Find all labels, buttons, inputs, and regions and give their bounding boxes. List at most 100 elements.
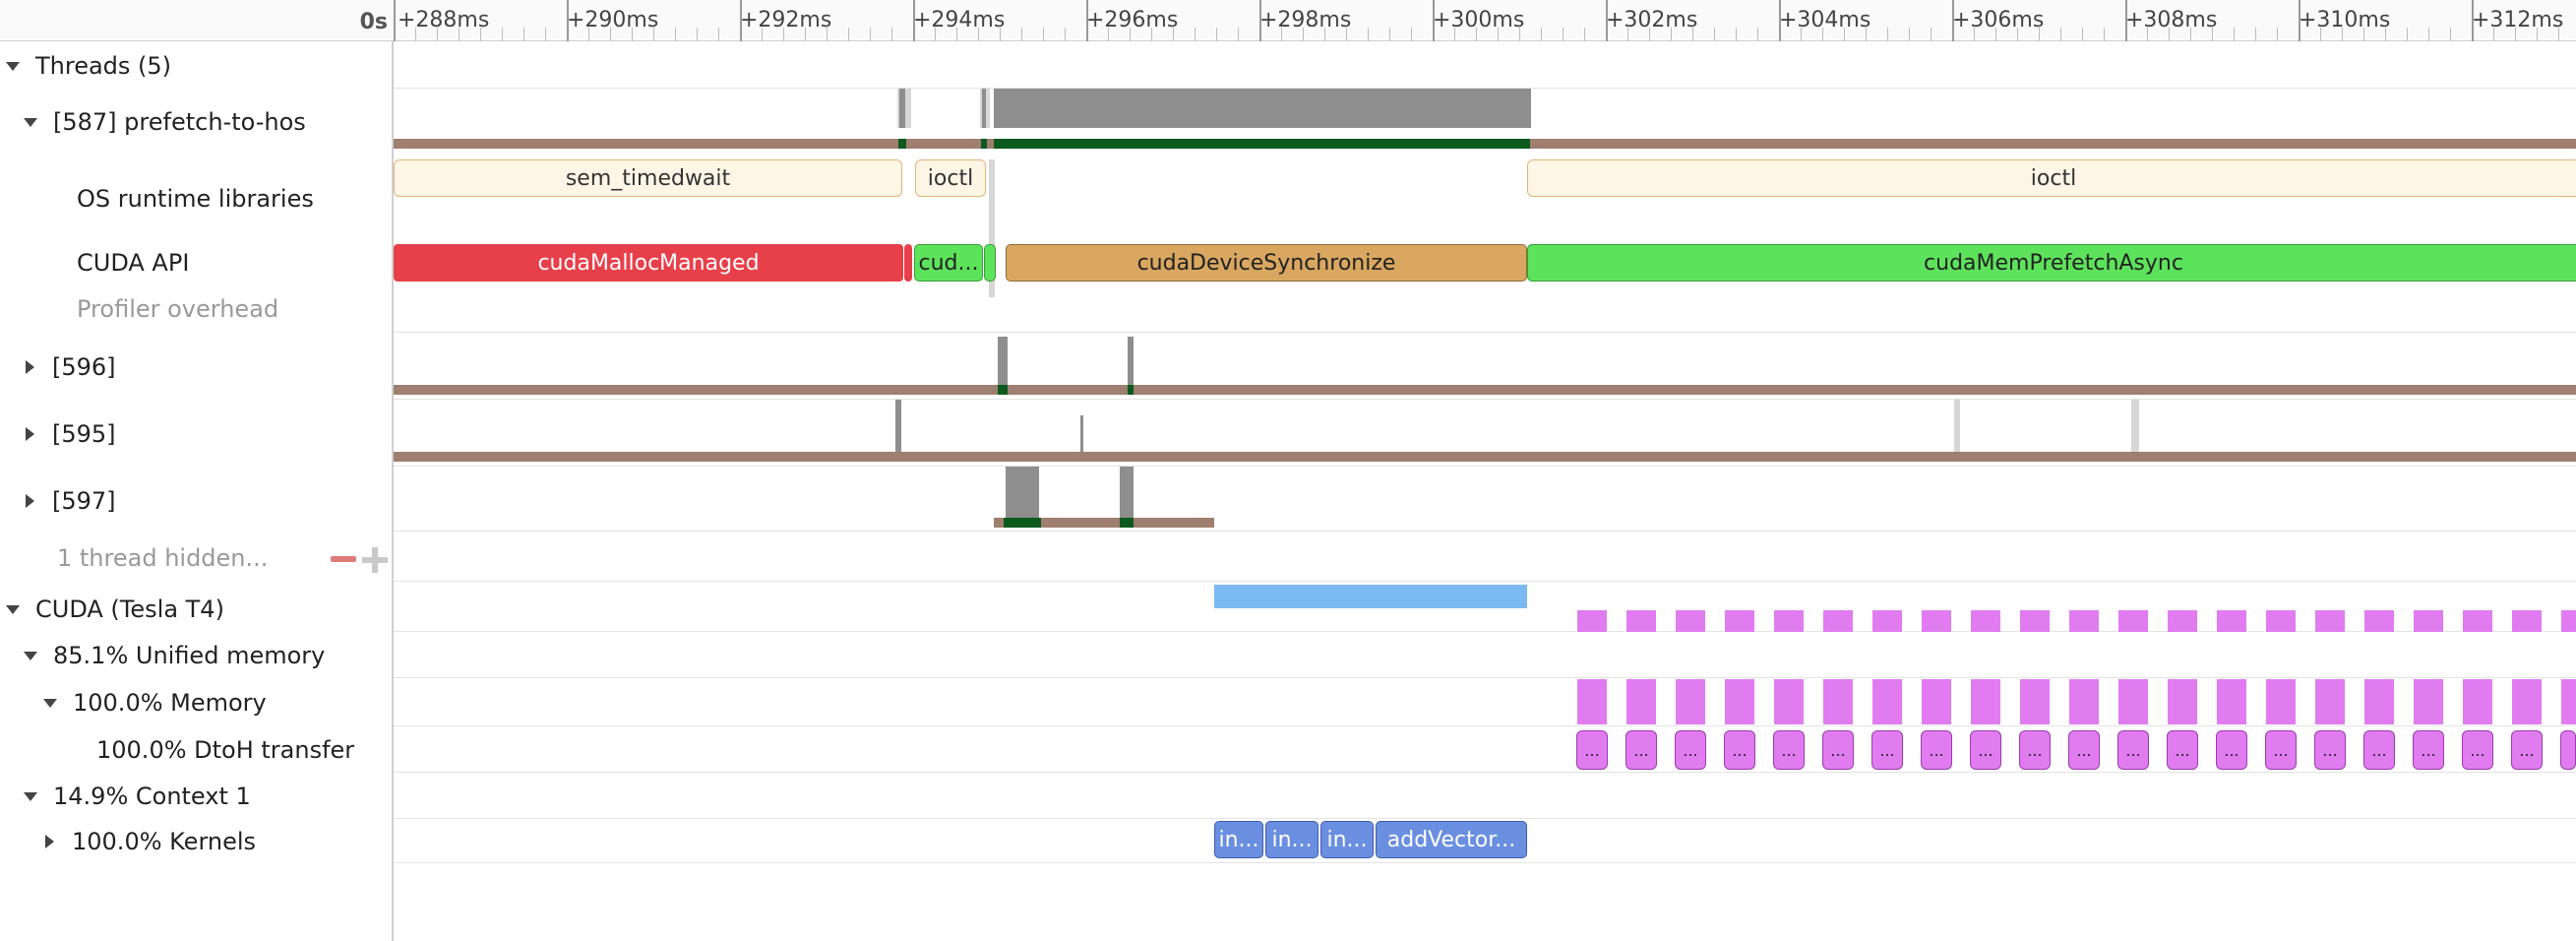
chevron-right-icon[interactable]: [26, 360, 34, 374]
dtoh-transfer[interactable]: ...: [1871, 730, 1903, 770]
dtoh-transfer[interactable]: ...: [1724, 730, 1755, 770]
tree-row-unified-memory[interactable]: 85.1% Unified memory: [0, 641, 415, 670]
dtoh-transfer[interactable]: ...: [2265, 730, 2297, 770]
api-cuda-malloc-managed[interactable]: cudaMallocManaged: [394, 244, 903, 282]
unified-memory-block[interactable]: [1823, 610, 1853, 632]
unified-memory-block[interactable]: [2266, 610, 2296, 632]
unified-memory-block[interactable]: [2118, 610, 2148, 632]
api-small-green[interactable]: [984, 244, 996, 282]
tree-row-os-runtime[interactable]: OS runtime libraries: [0, 184, 468, 214]
os-call-ioctl-long[interactable]: ioctl: [1527, 159, 2576, 197]
unified-memory-block[interactable]: [1577, 610, 1607, 632]
dtoh-transfer[interactable]: ...: [1921, 730, 1952, 770]
memory-block[interactable]: [1971, 679, 2000, 724]
api-cuda-mem-prefetch-async[interactable]: cudaMemPrefetchAsync: [1527, 244, 2576, 282]
memory-block[interactable]: [1676, 679, 1705, 724]
kernel-init-2[interactable]: in...: [1265, 821, 1319, 858]
os-call-ioctl[interactable]: ioctl: [915, 159, 986, 197]
dtoh-transfer[interactable]: ...: [1675, 730, 1706, 770]
chevron-right-icon[interactable]: [26, 427, 34, 441]
tree-row-kernels[interactable]: 100.0% Kernels: [0, 827, 437, 856]
memory-block[interactable]: [2512, 679, 2542, 724]
memory-block[interactable]: [1577, 679, 1607, 724]
unified-memory-block[interactable]: [1774, 610, 1804, 632]
unified-memory-block[interactable]: [2168, 610, 2197, 632]
dtoh-transfer[interactable]: ...: [2363, 730, 2395, 770]
dtoh-transfer[interactable]: ...: [2019, 730, 2051, 770]
kernel-init-3[interactable]: in...: [1320, 821, 1374, 858]
chevron-down-icon[interactable]: [6, 604, 20, 614]
tree-row-threads[interactable]: Threads (5): [0, 51, 398, 81]
plus-icon-bar[interactable]: [362, 557, 388, 563]
tree-row-thread-587[interactable]: [587] prefetch-to-hos: [0, 107, 415, 137]
chevron-down-icon[interactable]: [43, 698, 57, 708]
kernel-add-vectors[interactable]: addVector...: [1376, 821, 1527, 858]
memory-block[interactable]: [1922, 679, 1951, 724]
dtoh-transfer[interactable]: ...: [2167, 730, 2198, 770]
memory-block[interactable]: [2020, 679, 2050, 724]
dtoh-transfer[interactable]: ...: [2117, 730, 2149, 770]
memory-block[interactable]: [2118, 679, 2148, 724]
memory-block[interactable]: [2463, 679, 2492, 724]
tree-row-context[interactable]: 14.9% Context 1: [0, 782, 415, 811]
tree-row-thread-597[interactable]: [597]: [0, 486, 417, 516]
dtoh-transfer[interactable]: ...: [1576, 730, 1608, 770]
tree-row-thread-595[interactable]: [595]: [0, 419, 417, 449]
cuda-device-activity-range[interactable]: [1214, 585, 1527, 608]
minus-icon[interactable]: [331, 556, 356, 562]
unified-memory-block[interactable]: [2364, 610, 2394, 632]
chevron-right-icon[interactable]: [26, 494, 34, 508]
chevron-down-icon[interactable]: [24, 651, 37, 660]
unified-memory-block[interactable]: [1971, 610, 2000, 632]
tree-row-profiler-overhead[interactable]: Profiler overhead: [0, 294, 468, 324]
tree-row-cuda-api[interactable]: CUDA API: [0, 248, 468, 278]
unified-memory-block[interactable]: [2069, 610, 2099, 632]
unified-memory-block[interactable]: [2414, 610, 2443, 632]
unified-memory-block[interactable]: [1676, 610, 1705, 632]
tree-row-hidden-threads[interactable]: 1 thread hidden...: [0, 543, 449, 573]
time-ruler[interactable]: +288ms +290ms +292ms +294ms +296ms +298m…: [394, 0, 2576, 41]
memory-block[interactable]: [1725, 679, 1754, 724]
dtoh-transfer[interactable]: ...: [1822, 730, 1854, 770]
dtoh-transfer[interactable]: ...: [2413, 730, 2444, 770]
tree-row-cuda-device[interactable]: CUDA (Tesla T4): [0, 595, 398, 624]
memory-block[interactable]: [2414, 679, 2443, 724]
unified-memory-block[interactable]: [2561, 610, 2576, 632]
memory-block[interactable]: [1823, 679, 1853, 724]
dtoh-transfer[interactable]: ...: [2216, 730, 2247, 770]
dtoh-transfer[interactable]: ...: [2511, 730, 2543, 770]
unified-memory-block[interactable]: [1725, 610, 1754, 632]
dtoh-transfer[interactable]: ...: [1625, 730, 1657, 770]
dtoh-transfer[interactable]: ...: [1970, 730, 2001, 770]
unified-memory-block[interactable]: [2217, 610, 2246, 632]
memory-block[interactable]: [2266, 679, 2296, 724]
tree-row-memory[interactable]: 100.0% Memory: [0, 688, 435, 718]
unified-memory-block[interactable]: [1922, 610, 1951, 632]
unified-memory-block[interactable]: [2512, 610, 2542, 632]
memory-block[interactable]: [2561, 679, 2576, 724]
api-cud-short[interactable]: cud...: [914, 244, 983, 282]
memory-block[interactable]: [1626, 679, 1656, 724]
api-cuda-device-synchronize[interactable]: cudaDeviceSynchronize: [1006, 244, 1527, 282]
dtoh-transfer[interactable]: [2560, 730, 2576, 770]
memory-block[interactable]: [2315, 679, 2345, 724]
tree-row-thread-596[interactable]: [596]: [0, 352, 417, 382]
memory-block[interactable]: [2217, 679, 2246, 724]
memory-block[interactable]: [1872, 679, 1902, 724]
chevron-down-icon[interactable]: [24, 791, 37, 801]
chevron-down-icon[interactable]: [24, 117, 37, 127]
memory-block[interactable]: [2168, 679, 2197, 724]
dtoh-transfer[interactable]: ...: [2314, 730, 2346, 770]
unified-memory-block[interactable]: [1872, 610, 1902, 632]
unified-memory-block[interactable]: [2315, 610, 2345, 632]
timeline-area[interactable]: sem_timedwait ioctl ioctl cudaMallocMana…: [394, 41, 2576, 941]
unified-memory-block[interactable]: [2020, 610, 2050, 632]
dtoh-transfer[interactable]: ...: [1773, 730, 1805, 770]
chevron-right-icon[interactable]: [45, 835, 54, 848]
api-small-call[interactable]: [904, 244, 912, 282]
dtoh-transfer[interactable]: ...: [2068, 730, 2100, 770]
kernel-init-1[interactable]: in...: [1214, 821, 1263, 858]
memory-block[interactable]: [2069, 679, 2099, 724]
unified-memory-block[interactable]: [2463, 610, 2492, 632]
os-call-sem-timedwait[interactable]: sem_timedwait: [394, 159, 902, 197]
